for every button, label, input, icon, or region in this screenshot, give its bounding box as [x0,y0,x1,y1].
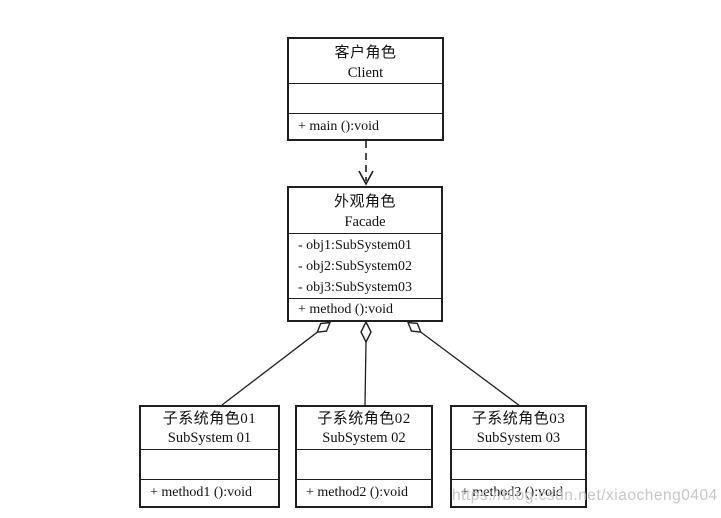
facade-method: + method ():void [298,301,393,317]
class-box-subsystem03: 子系统角色03 SubSystem 03 + method3 ():void [450,405,587,508]
subsystem01-method: + method1 ():void [150,485,252,500]
aggregation-line [221,331,318,406]
subsystem01-title-cn: 子系统角色01 [162,411,257,427]
subsystem01-attributes-compartment [141,450,278,480]
subsystem02-title-cn: 子系统角色02 [317,411,411,427]
dependency-link-client-facade [358,141,374,186]
aggregation-diamond-icon [316,321,332,334]
facade-attributes-compartment: - obj1:SubSystem01 - obj2:SubSystem02 - … [289,234,441,299]
dependency-arrowhead-icon [358,170,374,186]
subsystem03-attributes-compartment [452,450,585,480]
aggregation-line [364,341,367,406]
subsystem02-title-compartment: 子系统角色02 SubSystem 02 [297,407,431,450]
client-title-compartment: 客户角色 Client [289,39,442,84]
subsystem03-method: + method3 ():void [461,485,563,500]
client-title-cn: 客户角色 [334,45,397,61]
subsystem03-title-en: SubSystem 03 [476,430,561,446]
facade-methods-compartment: + method ():void [289,299,441,320]
subsystem01-methods-compartment: + method1 ():void [141,480,278,506]
subsystem02-attributes-compartment [297,450,431,480]
class-box-client: 客户角色 Client + main ():void [287,37,444,141]
client-method: + main ():void [298,118,379,134]
aggregation-line [420,331,521,407]
class-box-subsystem02: 子系统角色02 SubSystem 02 + method2 ():void [295,405,433,508]
facade-attribute: - obj2:SubSystem02 [298,259,412,274]
subsystem03-title-cn: 子系统角色03 [471,411,566,427]
subsystem01-title-compartment: 子系统角色01 SubSystem 01 [141,407,278,450]
client-title-en: Client [347,65,384,81]
aggregation-link-subsystem02 [360,320,372,406]
aggregation-link-subsystem01 [221,321,332,406]
subsystem02-title-en: SubSystem 02 [322,430,406,446]
facade-title-en: Facade [344,214,386,230]
subsystem03-methods-compartment: + method3 ():void [452,480,585,506]
facade-attribute: - obj1:SubSystem01 [298,238,412,253]
facade-title-compartment: 外观角色 Facade [289,188,441,234]
watermark: https://blog.csdn.net/xiaocheng0404 [452,487,718,504]
subsystem02-methods-compartment: + method2 ():void [297,480,431,506]
class-box-facade: 外观角色 Facade - obj1:SubSystem01 - obj2:Su… [287,186,443,322]
aggregation-diamond-icon [360,320,372,344]
subsystem03-title-compartment: 子系统角色03 SubSystem 03 [452,407,585,450]
aggregation-diamond-icon [406,321,422,333]
aggregation-link-subsystem03 [406,321,521,407]
subsystem01-title-en: SubSystem 01 [167,430,252,446]
facade-title-cn: 外观角色 [333,194,396,210]
client-methods-compartment: + main ():void [289,114,442,139]
subsystem02-method: + method2 ():void [306,485,408,500]
facade-attribute: - obj3:SubSystem03 [298,280,412,295]
class-box-subsystem01: 子系统角色01 SubSystem 01 + method1 ():void [139,405,280,508]
client-attributes-compartment [289,84,442,114]
